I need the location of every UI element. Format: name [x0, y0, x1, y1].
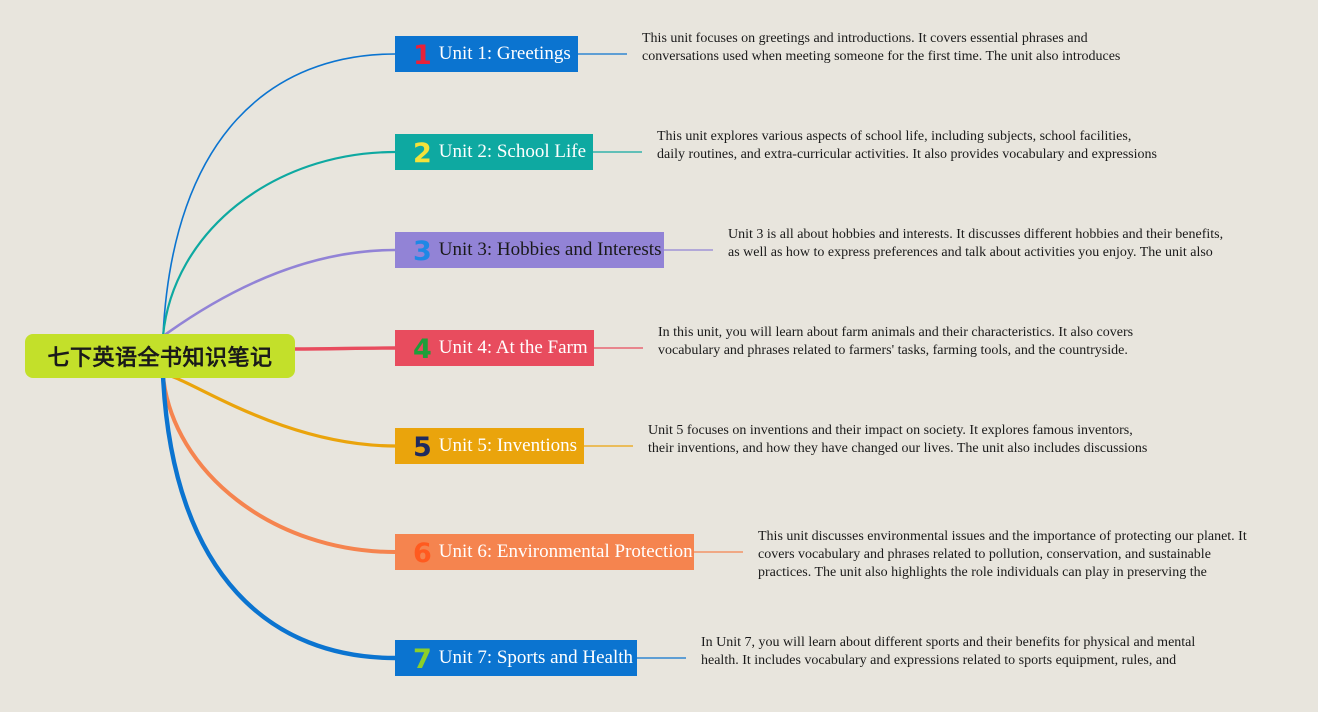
- unit-description: This unit discusses environmental issues…: [758, 529, 1247, 584]
- unit-topic-5[interactable]: 5 Unit 5: Inventions: [395, 428, 584, 464]
- root-topic[interactable]: 七下英语全书知识笔记: [25, 334, 295, 378]
- unit-label: Unit 1: Greetings: [438, 43, 571, 64]
- unit-label: Unit 5: Inventions: [438, 435, 578, 456]
- unit-description: In this unit, you will learn about farm …: [658, 325, 1134, 362]
- unit-topic-1[interactable]: 1 Unit 1: Greetings: [395, 36, 578, 72]
- unit-description: This unit focuses on greetings and intro…: [642, 31, 1121, 68]
- unit-description: Unit 3 is all about hobbies and interest…: [728, 227, 1224, 264]
- unit-number-icon: 2: [413, 137, 432, 169]
- unit-label: Unit 4: At the Farm: [438, 337, 588, 358]
- unit-description: In Unit 7, you will learn about differen…: [701, 635, 1196, 672]
- branch-connector: [161, 374, 397, 554]
- unit-label: Unit 3: Hobbies and Interests: [438, 239, 662, 260]
- unit-description: Unit 5 focuses on inventions and their i…: [648, 423, 1148, 460]
- unit-number-icon: 5: [413, 431, 432, 463]
- unit-topic-2[interactable]: 2 Unit 2: School Life: [395, 134, 593, 170]
- unit-number-icon: 3: [413, 235, 432, 267]
- unit-label: Unit 6: Environmental Protection: [438, 541, 693, 562]
- unit-label: Unit 7: Sports and Health: [438, 647, 633, 668]
- unit-number-icon: 4: [413, 333, 432, 365]
- unit-number-icon: 6: [413, 537, 432, 569]
- branch-connector: [162, 53, 396, 337]
- unit-description: This unit explores various aspects of sc…: [657, 129, 1157, 166]
- branch-connector: [160, 373, 398, 661]
- root-topic-label: 七下英语全书知识笔记: [47, 346, 273, 371]
- branch-connector: [161, 373, 397, 448]
- branch-connector: [293, 346, 397, 351]
- unit-number-icon: 7: [413, 643, 432, 675]
- branch-connector: [161, 150, 397, 338]
- unit-label: Unit 2: School Life: [438, 141, 587, 162]
- unit-topic-4[interactable]: 4 Unit 4: At the Farm: [395, 330, 594, 366]
- unit-topic-3[interactable]: 3 Unit 3: Hobbies and Interests: [395, 232, 664, 268]
- unit-topic-6[interactable]: 6 Unit 6: Environmental Protection: [395, 534, 694, 570]
- branch-connector: [161, 248, 397, 338]
- unit-number-icon: 1: [413, 39, 432, 71]
- unit-topic-7[interactable]: 7 Unit 7: Sports and Health: [395, 640, 637, 676]
